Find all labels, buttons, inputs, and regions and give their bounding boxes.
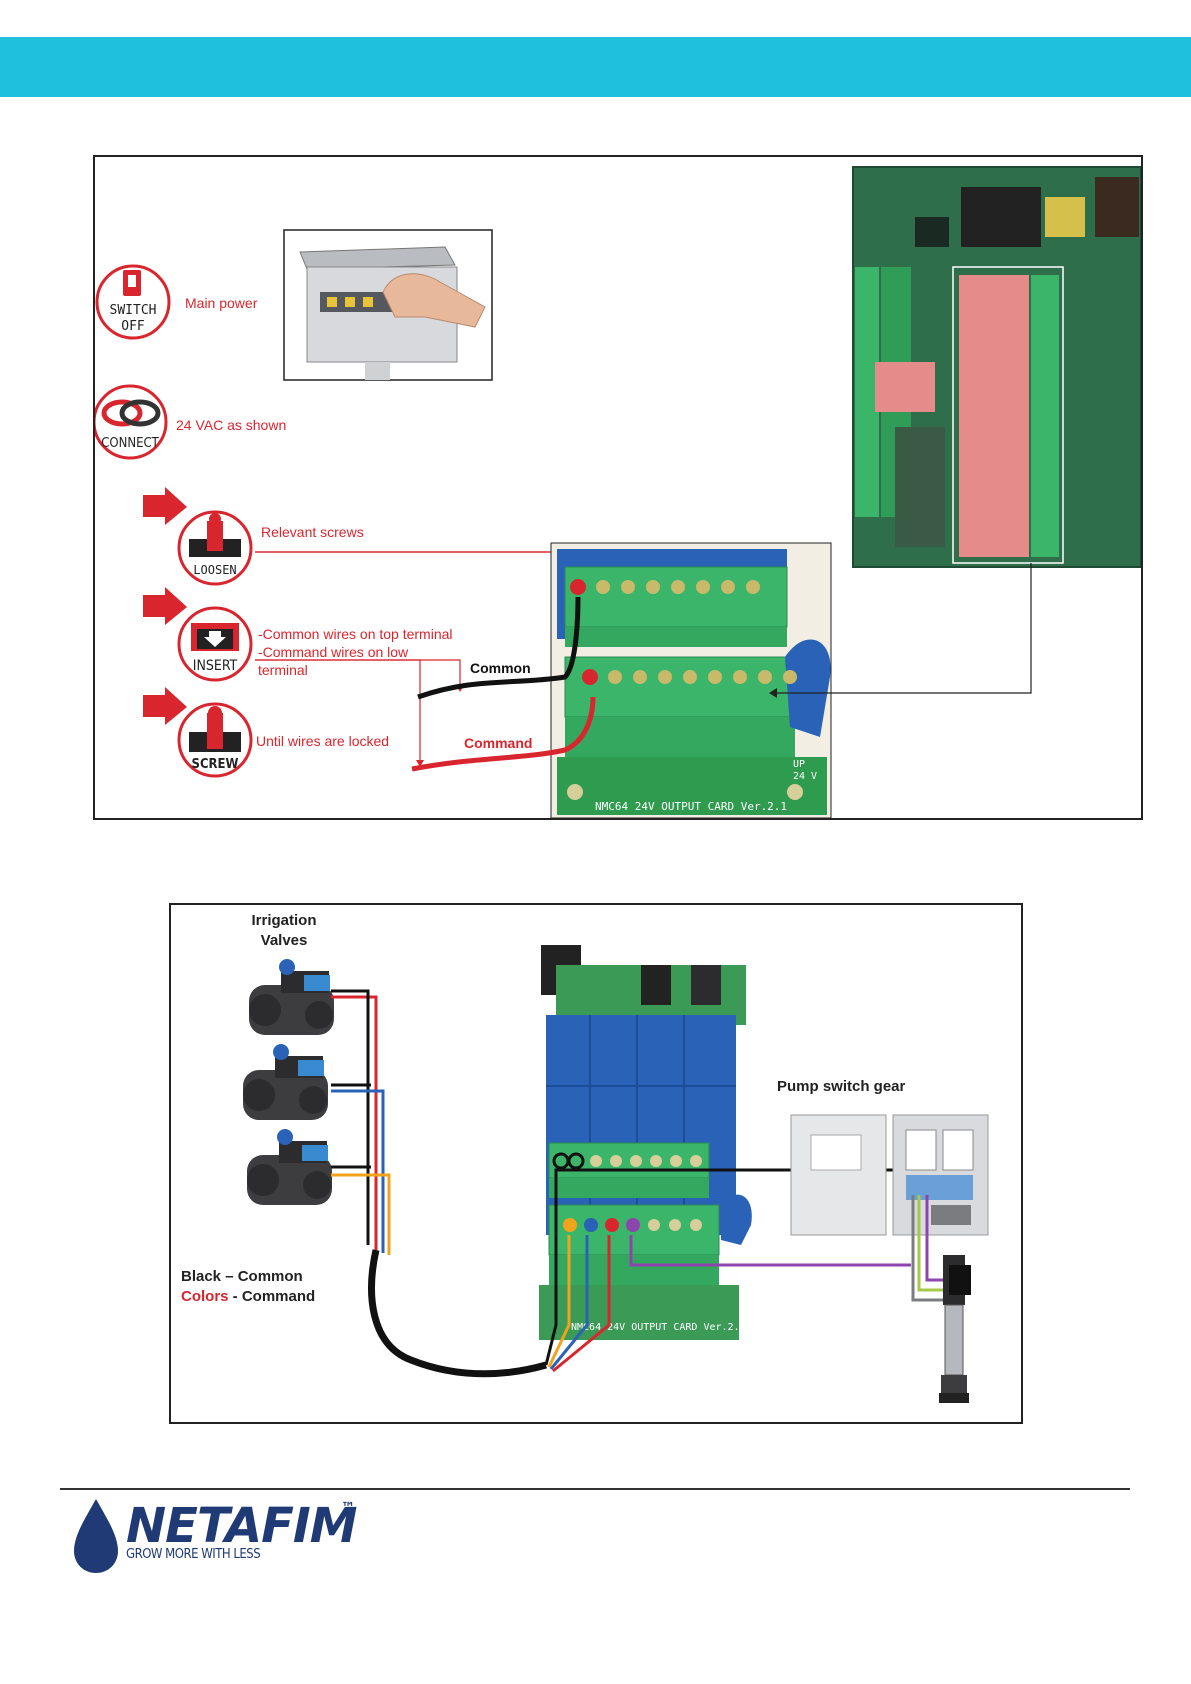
pump-title: Pump switch gear bbox=[777, 1078, 906, 1095]
insert-caption-line2: -Command wires on low bbox=[258, 644, 409, 660]
wiring-instructions-figure: SWITCH OFF Main power CONNECT 24 VAC as … bbox=[95, 166, 1141, 818]
netafim-logo: NETAFIM bbox=[126, 1498, 358, 1554]
command-wire bbox=[411, 696, 596, 772]
electrical-box-photo bbox=[283, 229, 493, 381]
legend-common: Black – Common bbox=[181, 1268, 303, 1285]
valves-title-line2: Valves bbox=[261, 932, 308, 949]
insert-label: INSERT bbox=[193, 658, 238, 674]
card-label: NMC64 24V OUTPUT CARD Ver.2.1 bbox=[595, 800, 787, 813]
switch-off-label-2: OFF bbox=[121, 319, 145, 334]
wiring-example-figure: Irrigation Valves bbox=[181, 912, 989, 1403]
pump-switch-gear bbox=[790, 1114, 989, 1236]
output-card-closeup: NMC64 24V OUTPUT CARD Ver.2.1 UP 24 V bbox=[550, 542, 832, 818]
output-card: NMC64 24V OUTPUT CARD Ver.2.1 bbox=[539, 945, 752, 1340]
wiring-instructions-panel: SWITCH OFF Main power CONNECT 24 VAC as … bbox=[93, 155, 1143, 820]
command-wire-label: Command bbox=[464, 735, 532, 751]
step-arrow-2-icon bbox=[143, 587, 187, 625]
step-arrow-1-icon bbox=[143, 487, 187, 525]
step-arrow-3-icon bbox=[143, 687, 187, 725]
main-power-caption: Main power bbox=[185, 295, 258, 311]
irrigation-valve-3 bbox=[247, 1129, 332, 1205]
callout-line bbox=[777, 563, 1032, 694]
screw-icon: SCREW bbox=[177, 702, 253, 778]
pump-wires bbox=[911, 1195, 946, 1302]
valve-wires bbox=[331, 989, 391, 1255]
header-bar bbox=[0, 37, 1191, 97]
until-locked-caption: Until wires are locked bbox=[256, 733, 389, 749]
water-drop-icon bbox=[74, 1499, 118, 1573]
valves-title-line1: Irrigation bbox=[251, 912, 316, 929]
card-side-label-2: 24 V bbox=[793, 771, 817, 782]
bottom-card-label: NMC64 24V OUTPUT CARD Ver.2.1 bbox=[571, 1322, 746, 1333]
main-controller-board bbox=[852, 166, 1141, 568]
loosen-icon: LOOSEN bbox=[177, 510, 253, 586]
switch-off-icon: SWITCH OFF bbox=[95, 264, 171, 340]
relevant-screws-caption: Relevant screws bbox=[261, 524, 364, 540]
multi-core-cable bbox=[368, 1249, 547, 1378]
insert-caption-line1: -Common wires on top terminal bbox=[258, 626, 453, 642]
legend-command: Colors - Command bbox=[181, 1288, 315, 1305]
screw-label: SCREW bbox=[192, 757, 239, 772]
connect-label: CONNECT bbox=[101, 436, 159, 451]
trademark-symbol: ™ bbox=[341, 1500, 355, 1516]
irrigation-valve-2 bbox=[243, 1044, 328, 1120]
insert-caption-line3: terminal bbox=[258, 662, 308, 678]
loosen-label: LOOSEN bbox=[193, 563, 236, 577]
pump-motor bbox=[939, 1255, 971, 1403]
insert-icon: INSERT bbox=[177, 606, 253, 682]
common-wire-label: Common bbox=[470, 660, 531, 676]
wiring-example-panel: Irrigation Valves bbox=[169, 903, 1023, 1424]
switch-off-label: SWITCH bbox=[110, 303, 157, 318]
card-wires bbox=[544, 1168, 911, 1373]
connect-caption: 24 VAC as shown bbox=[176, 417, 286, 433]
logo-tagline: GROW MORE WITH LESS bbox=[126, 1547, 261, 1562]
irrigation-valve-1 bbox=[249, 959, 334, 1035]
footer-divider bbox=[60, 1488, 1130, 1490]
connect-icon: CONNECT bbox=[95, 384, 168, 460]
card-side-label: UP bbox=[793, 759, 805, 770]
common-wire bbox=[417, 596, 581, 700]
